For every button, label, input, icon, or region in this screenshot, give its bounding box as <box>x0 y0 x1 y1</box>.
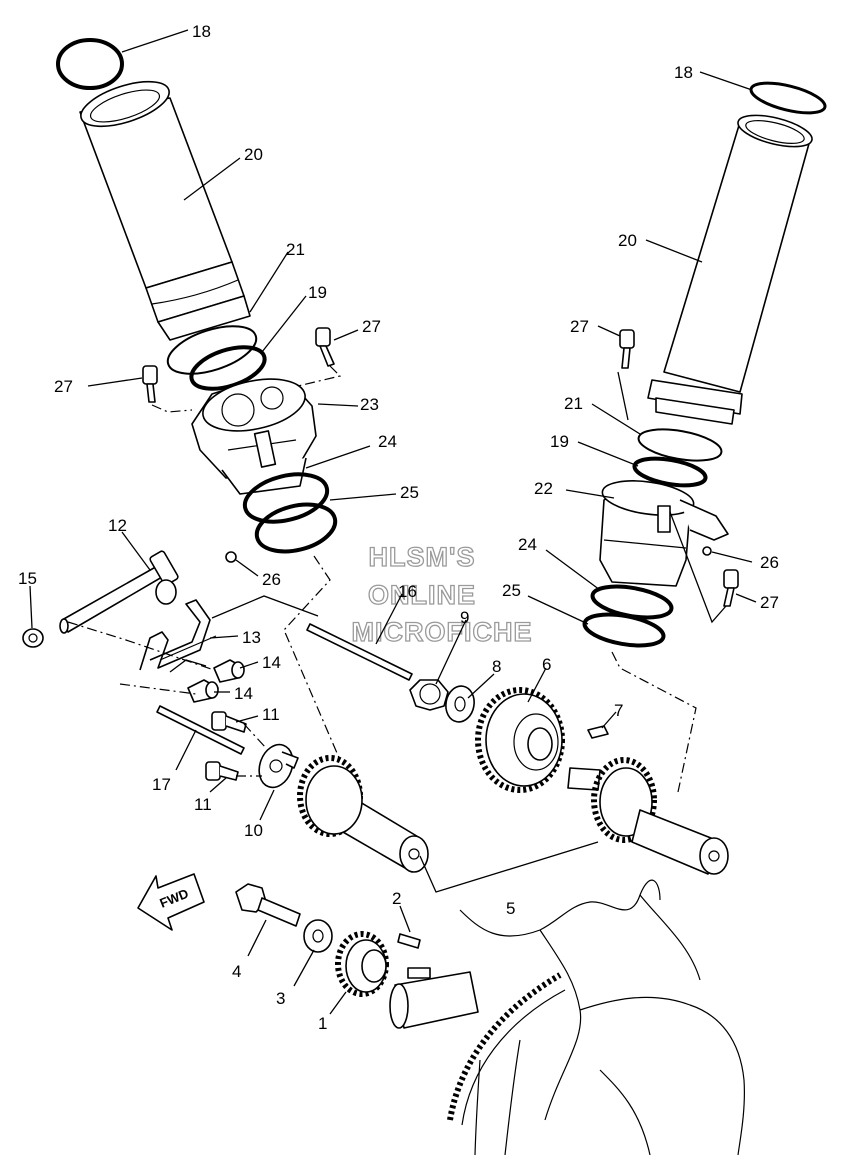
leader-lines <box>29 29 757 1015</box>
callout-5: 5 <box>506 899 515 918</box>
callout-4: 4 <box>232 962 241 981</box>
o-ring-24-left <box>242 472 330 524</box>
callout-14-b: 14 <box>234 684 253 703</box>
gear-shaft-left <box>297 755 429 873</box>
callout-18-left: 18 <box>192 22 211 41</box>
key-7 <box>587 725 609 739</box>
callout-16: 16 <box>398 582 417 601</box>
nut-9 <box>409 679 449 711</box>
o-ring-21-right <box>637 428 723 462</box>
callout-20-left: 20 <box>244 145 263 164</box>
o-ring-19-right <box>632 456 708 488</box>
callout-20-right: 20 <box>618 231 637 250</box>
callout-27-left-a: 27 <box>54 377 73 396</box>
watermark-line-1: HLSM'S <box>369 542 476 572</box>
callout-19-left: 19 <box>308 283 327 302</box>
gear-shaft-right <box>567 757 729 875</box>
bolt-27-left-b <box>315 327 335 367</box>
bolt-14-b <box>187 679 219 703</box>
tube-20-left <box>79 80 251 341</box>
screw-11-b <box>205 761 239 781</box>
shift-shaft-12 <box>59 550 179 634</box>
callout-22: 22 <box>534 479 553 498</box>
pin-26-right <box>702 546 712 556</box>
o-ring-18-right <box>749 81 827 115</box>
callouts: 18 20 21 19 27 27 23 24 25 12 26 15 13 1… <box>18 22 779 1033</box>
bolt-14-a <box>213 659 245 683</box>
callout-1: 1 <box>318 1014 327 1033</box>
callout-10: 10 <box>244 821 263 840</box>
washer-15 <box>22 628 44 648</box>
callout-18-right: 18 <box>674 63 693 82</box>
callout-26-left: 26 <box>262 570 281 589</box>
o-ring-21-left <box>166 325 258 375</box>
callout-24-right: 24 <box>518 535 537 554</box>
bolt-27-right-a <box>619 329 635 369</box>
rod-16 <box>306 623 413 681</box>
screw-11-a <box>211 711 247 733</box>
callout-2: 2 <box>392 889 401 908</box>
callout-7: 7 <box>614 701 623 720</box>
o-ring-18-left <box>56 38 124 90</box>
callout-8: 8 <box>492 657 501 676</box>
washer-8 <box>445 685 475 723</box>
fwd-direction-arrow: FWD <box>137 873 205 931</box>
callout-11-b: 11 <box>194 795 212 814</box>
pin-26-left <box>225 551 237 563</box>
callout-17: 17 <box>152 775 171 794</box>
bolt-27-right-b <box>723 569 739 607</box>
key-2 <box>397 933 421 949</box>
callout-14-a: 14 <box>262 653 281 672</box>
crankcase-outline <box>389 879 745 1155</box>
callout-23: 23 <box>360 395 379 414</box>
callout-19-right: 19 <box>550 432 569 451</box>
watermark-line-2: ONLINE <box>368 580 476 610</box>
callout-24-left: 24 <box>378 432 397 451</box>
lever-13 <box>139 599 217 671</box>
bolt-4 <box>235 883 301 927</box>
gear-6 <box>475 687 565 793</box>
callout-11-a: 11 <box>262 705 280 724</box>
watermark: HLSM'S ONLINE MICROFICHE <box>351 541 533 647</box>
callout-15: 15 <box>18 569 37 588</box>
callout-27-right-b: 27 <box>760 593 779 612</box>
gear-1 <box>335 931 389 997</box>
callout-25-left: 25 <box>400 483 419 502</box>
tube-20-right <box>647 114 813 425</box>
callout-6: 6 <box>542 655 551 674</box>
plate-10 <box>258 743 299 789</box>
callout-3: 3 <box>276 989 285 1008</box>
callout-21-right: 21 <box>564 394 583 413</box>
callout-9: 9 <box>460 608 469 627</box>
callout-26-right: 26 <box>760 553 779 572</box>
housing-23-left <box>191 378 317 495</box>
callout-12: 12 <box>108 516 127 535</box>
callout-21-left: 21 <box>286 240 305 259</box>
o-ring-25-left <box>254 502 338 554</box>
rod-17 <box>156 705 245 755</box>
housing-22-right <box>599 480 729 587</box>
callout-25-right: 25 <box>502 581 521 600</box>
callout-27-right-a: 27 <box>570 317 589 336</box>
washer-3 <box>303 919 333 953</box>
callout-27-left-b: 27 <box>362 317 381 336</box>
callout-13: 13 <box>242 628 261 647</box>
bolt-27-left-a <box>142 365 158 403</box>
watermark-line-3: MICROFICHE <box>352 617 533 647</box>
